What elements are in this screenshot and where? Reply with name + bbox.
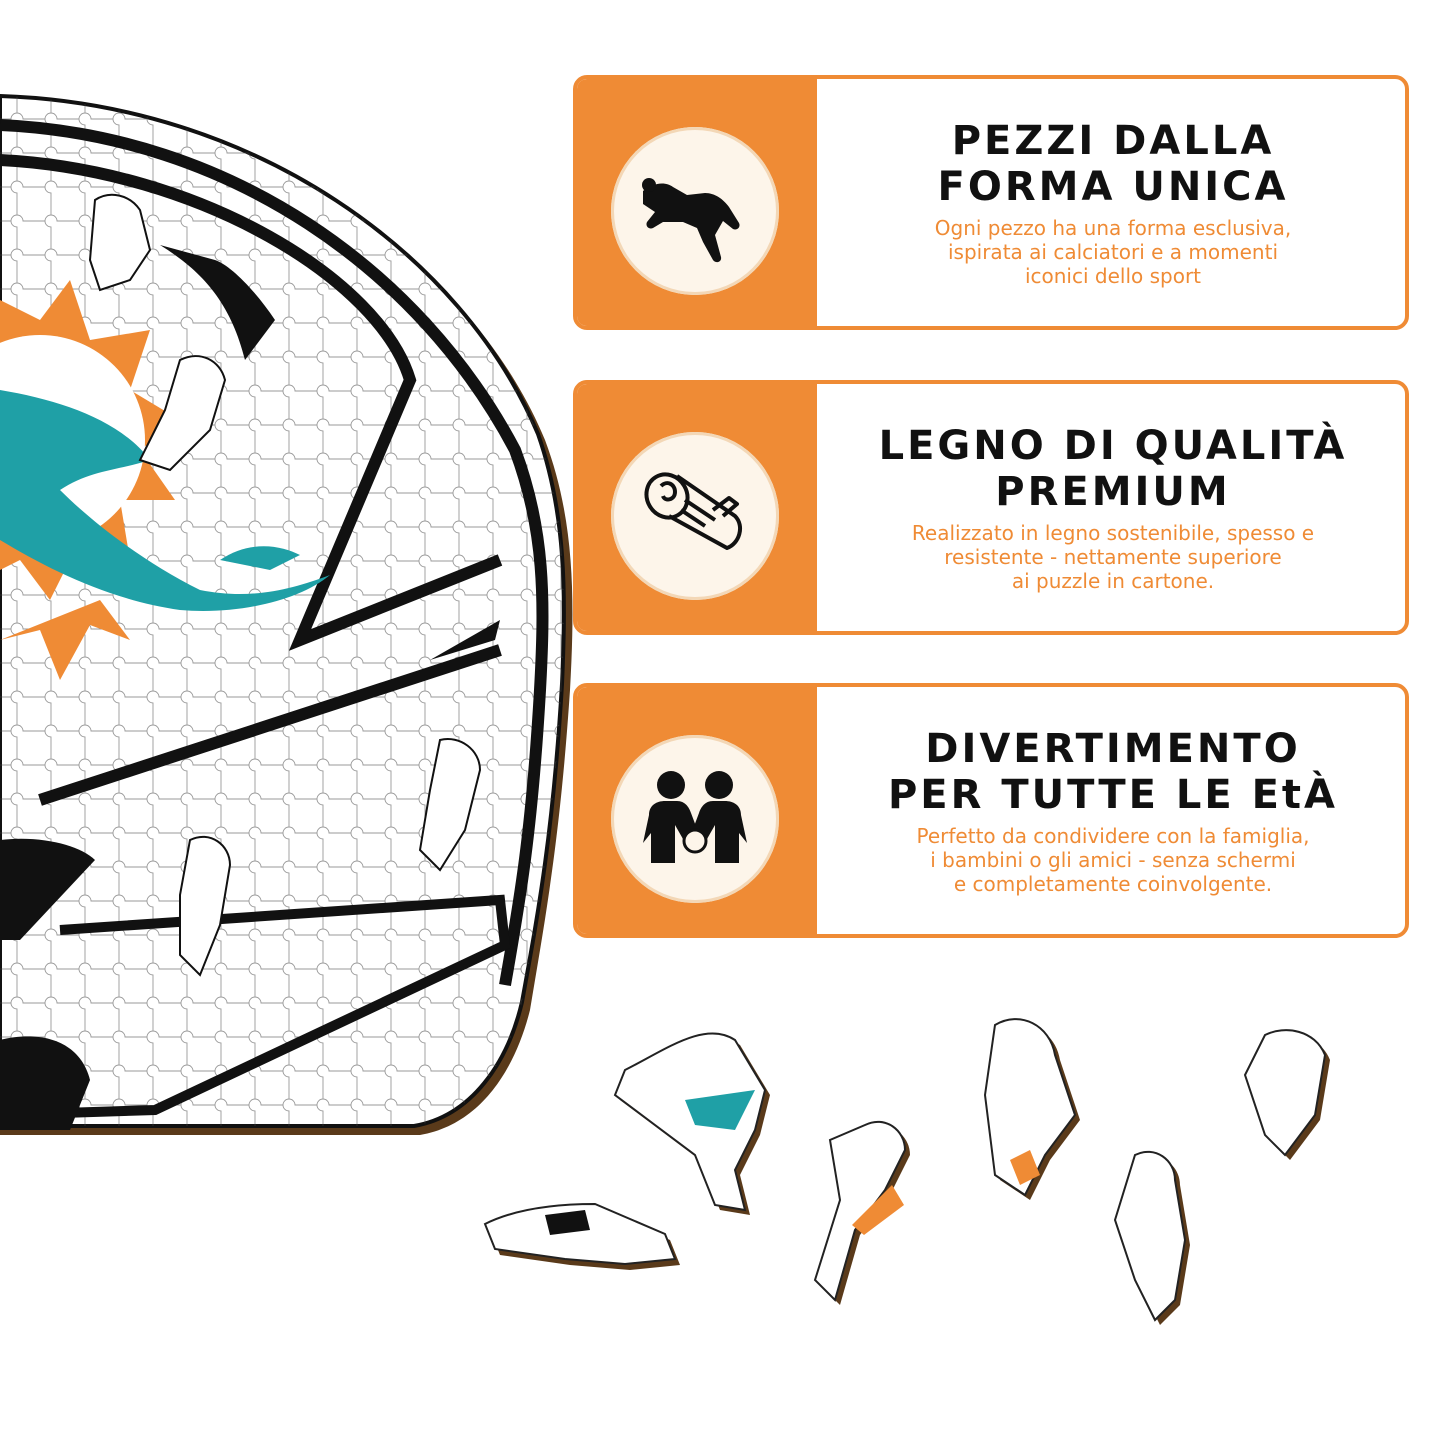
feature-card-text: DIVERTIMENTO PER TUTTE LE EtÀ Perfetto d… bbox=[821, 687, 1405, 934]
feature-title-line: PREMIUM bbox=[995, 468, 1231, 515]
wood-log-icon bbox=[644, 472, 743, 550]
facemask-bar-1 bbox=[38, 644, 502, 806]
feature-description-line: resistente - nettamente superiore bbox=[944, 544, 1282, 569]
feature-title-line: PEZZI DALLA bbox=[951, 117, 1275, 164]
helmet-stripe-outer bbox=[0, 119, 549, 987]
feature-card-text: LEGNO DI QUALITÀ PREMIUM Realizzato in l… bbox=[821, 384, 1405, 631]
feature-card-premium-wood: LEGNO DI QUALITÀ PREMIUM Realizzato in l… bbox=[573, 380, 1409, 635]
facemask-bar-2 bbox=[0, 894, 511, 1120]
player-piece bbox=[138, 355, 227, 472]
feature-description-line: i bambini o gli amici - senza schermi bbox=[930, 847, 1296, 872]
feature-description-line: Perfetto da condividere con la famiglia, bbox=[916, 823, 1310, 848]
feature-description: Perfetto da condividere con la famiglia,… bbox=[917, 824, 1310, 896]
feature-card-fun-all-ages: DIVERTIMENTO PER TUTTE LE EtÀ Perfetto d… bbox=[573, 683, 1409, 938]
feature-card-icon-panel bbox=[577, 79, 817, 326]
helmet-vent bbox=[160, 245, 275, 360]
feature-description-line: ispirata ai calciatori e a momenti bbox=[947, 239, 1279, 264]
player-piece bbox=[179, 835, 232, 977]
diving-player-icon bbox=[642, 178, 740, 263]
helmet-vent-small bbox=[430, 620, 500, 660]
feature-title: PEZZI DALLA FORMA UNICA bbox=[938, 118, 1289, 210]
feature-description: Realizzato in legno sostenibile, spesso … bbox=[912, 521, 1314, 593]
feature-description-line: ai puzzle in cartone. bbox=[1011, 568, 1215, 593]
feature-card-unique-pieces: PEZZI DALLA FORMA UNICA Ogni pezzo ha un… bbox=[573, 75, 1409, 330]
family-icon bbox=[643, 771, 747, 863]
loose-pieces bbox=[483, 1018, 1330, 1325]
feature-description-line: Realizzato in legno sostenibile, spesso … bbox=[911, 520, 1315, 545]
chin-strap bbox=[0, 1036, 90, 1130]
feature-title: LEGNO DI QUALITÀ PREMIUM bbox=[879, 423, 1348, 515]
feature-description-line: iconici dello sport bbox=[1024, 263, 1202, 288]
dolphin-logo bbox=[0, 390, 330, 611]
player-piece bbox=[88, 193, 152, 292]
ear-hole bbox=[0, 838, 95, 940]
icon-circle bbox=[611, 735, 779, 903]
feature-title-line: DIVERTIMENTO bbox=[925, 725, 1301, 772]
feature-title-line: PER TUTTE LE EtÀ bbox=[887, 771, 1338, 818]
icon-circle bbox=[611, 432, 779, 600]
feature-card-text: PEZZI DALLA FORMA UNICA Ogni pezzo ha un… bbox=[821, 79, 1405, 326]
feature-card-icon-panel bbox=[577, 384, 817, 631]
feature-description: Ogni pezzo ha una forma esclusiva, ispir… bbox=[935, 216, 1292, 288]
feature-description-line: Ogni pezzo ha una forma esclusiva, bbox=[934, 215, 1292, 240]
icon-circle bbox=[611, 127, 779, 295]
feature-title-line: FORMA UNICA bbox=[937, 163, 1289, 210]
helmet-stripe-inner bbox=[0, 154, 503, 651]
player-piece bbox=[418, 738, 482, 872]
feature-description-line: e completamente coinvolgente. bbox=[953, 871, 1273, 896]
feature-card-icon-panel bbox=[577, 687, 817, 934]
feature-title-line: LEGNO DI QUALITÀ bbox=[878, 422, 1348, 469]
feature-title: DIVERTIMENTO PER TUTTE LE EtÀ bbox=[888, 726, 1338, 818]
